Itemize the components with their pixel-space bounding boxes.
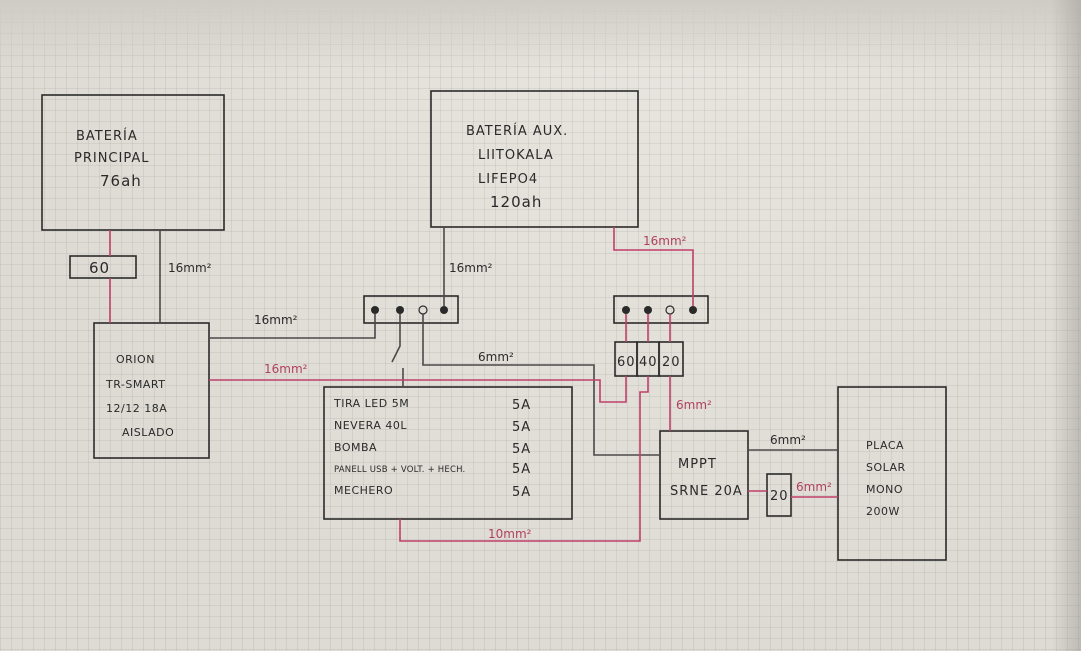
load-amps: 5A [512,420,531,435]
aux-fuse-60-label: 60 [617,355,636,370]
bateria-principal-line1: BATERÍA [76,128,138,144]
mppt-line1: MPPT [678,457,717,472]
bateria-aux-line3: LIFEPO4 [478,172,538,187]
wire-busbar-mppt [422,314,660,456]
load-name: BOMBA [334,441,377,454]
orion-line2: TR-SMART [105,378,165,391]
placa-line4: 200W [866,505,900,518]
placa-solar-box [837,386,947,561]
load-name: PANELL USB + VOLT. + HECH. [334,465,465,475]
wire-label-mppt-placa-pos: 6mm² [796,480,832,494]
orion-box [93,322,210,459]
bateria-principal-capacity: 76ah [100,172,142,190]
wire-label-orion-busbar: 16mm² [254,313,298,327]
wire-orion-fuse60 [209,376,627,403]
load-amps: 5A [512,442,531,457]
load-amps: 5A [512,485,531,500]
wire-label-aux-fuseblock: 16mm² [643,234,687,248]
load-amps: 5A [512,398,531,413]
wire-label-fuse-mppt: 6mm² [676,398,712,412]
load-name: MECHERO [334,484,393,497]
mppt-box [659,430,749,520]
bateria-aux-line1: BATERÍA AUX. [466,123,568,139]
wire-aux-fuseblock [613,227,694,306]
bateria-principal-box [41,94,225,231]
wire-orion-busbar [209,314,376,339]
wire-switch [391,314,401,363]
fuse-busbar-right [613,295,709,324]
wire-label-orion-fuse: 16mm² [264,362,308,376]
bateria-aux-line2: LIITOKALA [478,148,554,163]
paper-shadow [0,0,1081,70]
orion-line1: ORION [116,353,155,366]
main-fuse-label: 60 [89,259,110,277]
busbar-center [363,295,459,324]
placa-line2: SOLAR [866,461,906,474]
fuse-busbar-terminal [665,305,675,315]
bateria-aux-box [430,90,639,228]
orion-line3: 12/12 18A [106,402,167,415]
wire-label-busbar-mppt: 6mm² [478,350,514,364]
busbar-terminal [418,305,428,315]
loads-box [323,386,573,520]
fuse-busbar-terminal [644,306,652,314]
solar-fuse-label: 20 [770,489,789,504]
load-name: TIRA LED 5M [333,397,409,410]
wire-label-mppt-placa-neg: 6mm² [770,433,806,447]
solar-fuse-box [766,473,792,517]
wire-label-principal-orion: 16mm² [168,261,212,275]
wire-loads-return [399,376,649,542]
placa-line3: MONO [866,483,903,496]
orion-line4: AISLADO [122,426,174,439]
aux-fuse-20 [658,341,684,377]
paper-edge-shadow [1051,0,1081,651]
wire-label-aux-busbar: 16mm² [449,261,493,275]
busbar-terminal [440,306,448,314]
fuse-busbar-terminal [689,306,697,314]
bateria-principal-line2: PRINCIPAL [74,151,150,166]
load-name: NEVERA 40L [334,419,407,432]
bateria-aux-capacity: 120ah [490,193,542,211]
aux-fuse-40-label: 40 [639,355,658,370]
fuse-busbar-terminal [622,306,630,314]
busbar-terminal [396,306,404,314]
load-amps: 5A [512,462,531,477]
wire-label-loads-return: 10mm² [488,527,532,541]
aux-fuse-20-label: 20 [662,355,681,370]
busbar-terminal [371,306,379,314]
placa-line1: PLACA [866,439,904,452]
mppt-line2: SRNE 20A [670,484,743,499]
main-fuse-box [69,255,137,279]
